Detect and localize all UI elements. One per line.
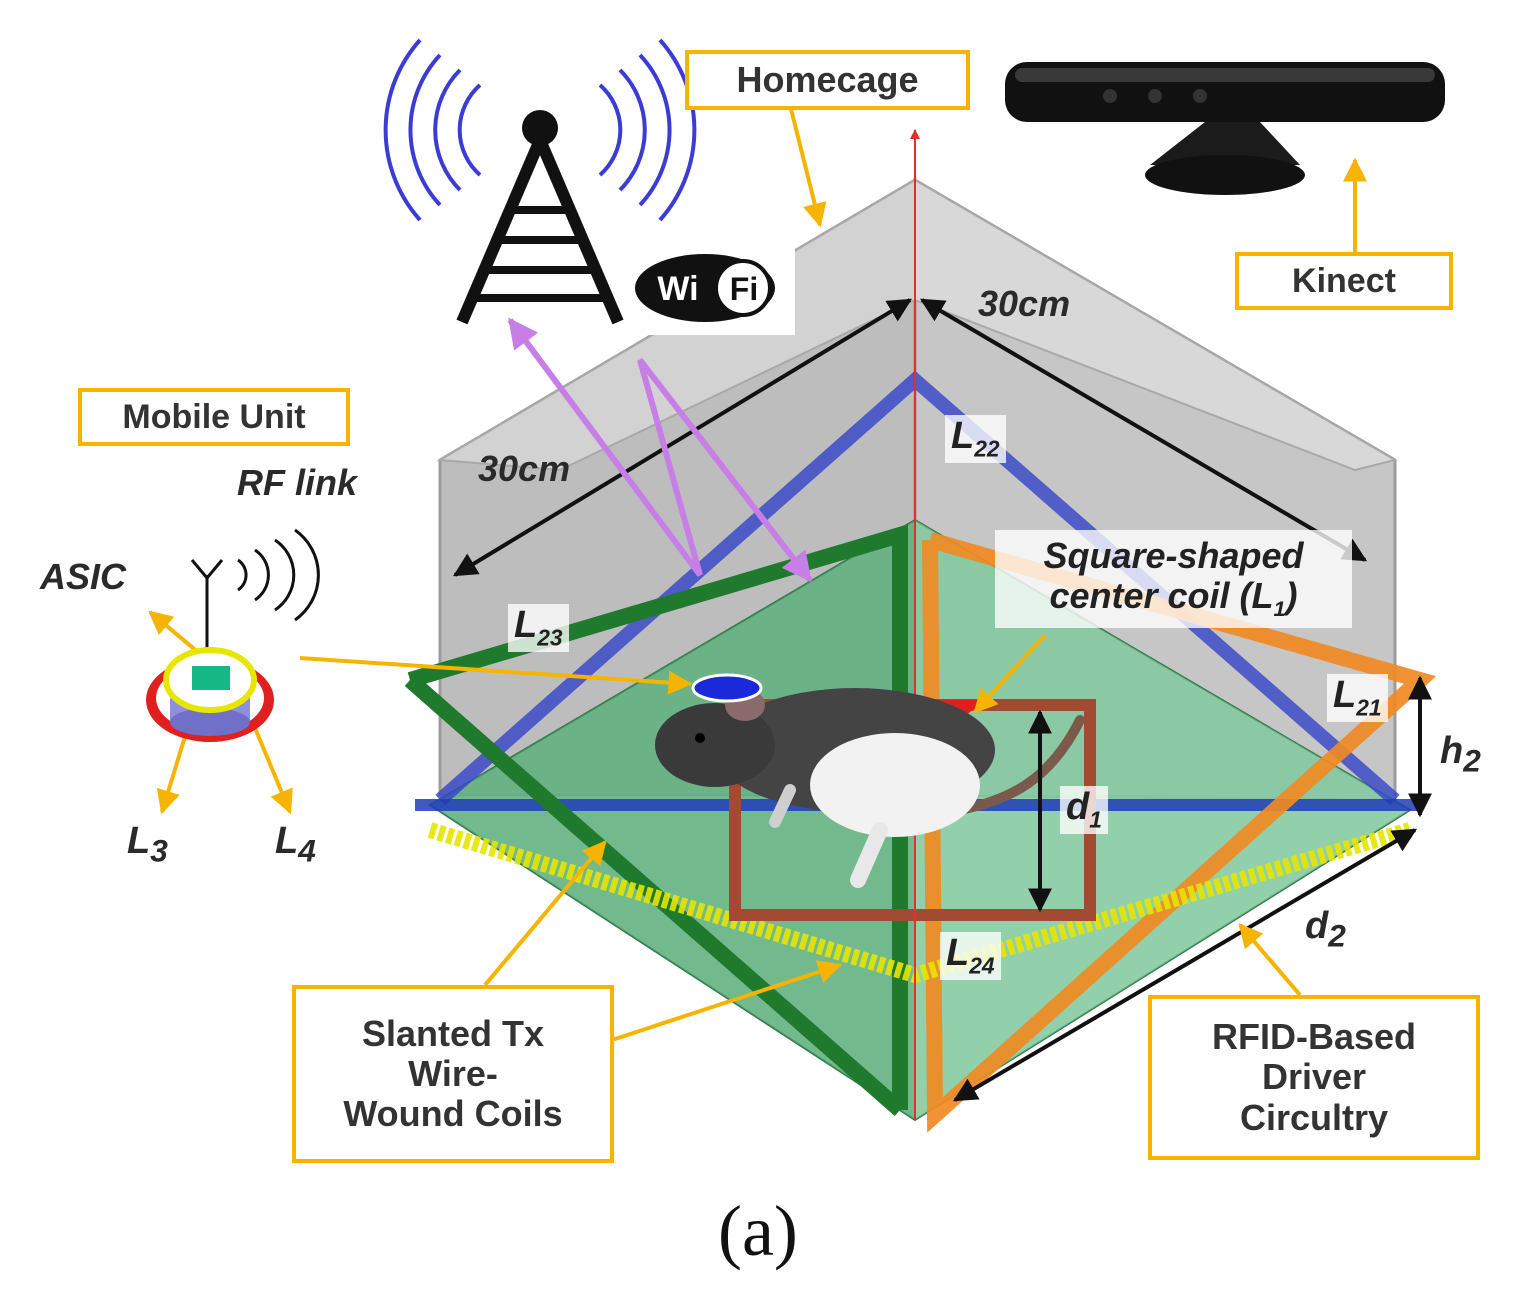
cage-inner-pyramid-left [430, 520, 915, 1120]
dim-d1-label: d1 [1060, 786, 1108, 834]
dim-d2 [952, 828, 1418, 1102]
dim-30cm-right [919, 298, 1368, 562]
rat-body-belly [810, 733, 980, 837]
kinect-callout: Kinect [1235, 252, 1453, 310]
rat-illustration [655, 673, 1085, 888]
mobile-unit-callout: Mobile Unit [78, 388, 350, 446]
figure-caption: (a) [718, 1191, 798, 1271]
coil-l23-label: L23 [508, 604, 569, 652]
asic-label: ASIC [40, 556, 127, 597]
rf-arrows [507, 317, 813, 583]
dim-d2-label: d2 [1305, 905, 1346, 954]
homecage-label: Homecage [736, 59, 919, 100]
center-coil-pointer [973, 633, 1047, 714]
l4-pointer [253, 727, 293, 815]
dim-right-label: 30cm [978, 283, 1071, 324]
wifi-wi-text: Wi [657, 270, 698, 308]
coil-l24-label: L24 [940, 932, 1001, 980]
antenna-tower-icon [383, 38, 697, 325]
mobile-unit-icon [146, 528, 320, 742]
mobile-unit-on-rat [691, 673, 763, 703]
wifi-logo: Wi Fi [635, 254, 775, 322]
rf-arrow-1 [507, 317, 813, 583]
rfid-line2: Driver [1261, 1056, 1367, 1098]
l3-label: L3 [127, 820, 168, 869]
kinect-label: Kinect [1292, 261, 1396, 300]
rat-tail [955, 715, 1085, 815]
rfid-line3: Circultry [1239, 1096, 1389, 1138]
rfid-line1: RFID-Based [1211, 1016, 1417, 1058]
center-coil-line2: center coil (L1) [1049, 575, 1298, 622]
dim-left-label: 30cm [478, 448, 571, 489]
callout-arrows [148, 104, 1367, 1042]
rfid-pointer [1238, 923, 1302, 997]
l4-label: L4 [275, 820, 316, 869]
slanted-pointer-1 [483, 840, 607, 987]
coil-l21-label: L21 [1327, 674, 1388, 722]
coil-l22-label: L22 [945, 415, 1006, 463]
wifi-fi-text: Fi [730, 271, 758, 307]
rfid-callout: RFID-Based Driver Circultry [1148, 995, 1480, 1160]
rat-head [655, 703, 775, 787]
rat-front-leg [769, 784, 796, 828]
slanted-line2: Wire- [408, 1052, 498, 1094]
mobile-unit-pointer [299, 656, 693, 695]
kinect-sensor-icon [1005, 62, 1445, 195]
rf-link-label: RF link [237, 462, 358, 503]
slanted-line1: Slanted Tx [361, 1012, 545, 1054]
slanted-tx-callout: Slanted Tx Wire- Wound Coils [292, 985, 614, 1163]
center-coil-line1: Square-shaped [1043, 535, 1304, 577]
center-coil-callout: Square-shaped center coil (L1) [995, 530, 1352, 628]
mobile-unit-label: Mobile Unit [122, 397, 306, 436]
slanted-pointer-2 [611, 960, 843, 1042]
dim-h2-label: h2 [1440, 730, 1481, 779]
rat-hind-leg [850, 822, 888, 888]
homecage-callout: Homecage [685, 50, 970, 110]
rat-eye [695, 733, 705, 743]
homecage-pointer [788, 104, 827, 228]
slanted-line3: Wound Coils [343, 1093, 563, 1135]
